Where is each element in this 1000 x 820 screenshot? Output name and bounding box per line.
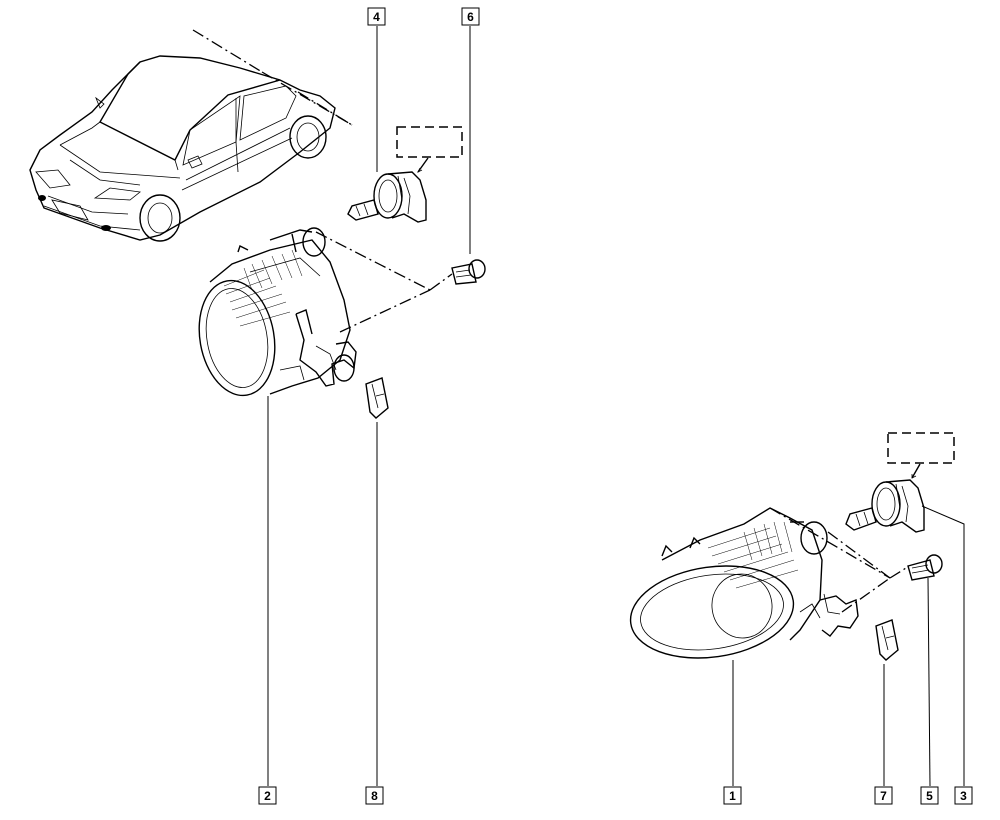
- callout-4: 4: [367, 7, 386, 26]
- left-screw: [451, 259, 486, 285]
- callout-8: 8: [365, 786, 384, 805]
- left-fog-bulb: [347, 126, 463, 223]
- vehicle-locator-illustration: [29, 29, 353, 242]
- right-screw: [907, 554, 943, 581]
- callout-5: 5: [920, 786, 939, 805]
- leader-lines: [267, 26, 965, 787]
- callout-8-label: 8: [371, 789, 378, 803]
- left-clip-nut: [365, 377, 389, 419]
- callout-6: 6: [461, 7, 480, 26]
- callout-7: 7: [874, 786, 893, 805]
- callout-4-label: 4: [373, 10, 380, 24]
- callout-2-label: 2: [264, 789, 271, 803]
- callout-7-label: 7: [880, 789, 887, 803]
- callout-1: 1: [723, 786, 742, 805]
- callout-6-label: 6: [467, 10, 474, 24]
- callout-3: 3: [954, 786, 973, 805]
- right-fog-lamp-assembly: [629, 507, 907, 659]
- callout-3-label: 3: [960, 789, 967, 803]
- callout-5-label: 5: [926, 789, 933, 803]
- left-fog-lamp-assembly: [198, 227, 453, 397]
- callout-1-label: 1: [729, 789, 736, 803]
- callout-2: 2: [258, 786, 277, 805]
- right-fog-bulb: [845, 432, 955, 533]
- right-clip-nut: [875, 619, 899, 661]
